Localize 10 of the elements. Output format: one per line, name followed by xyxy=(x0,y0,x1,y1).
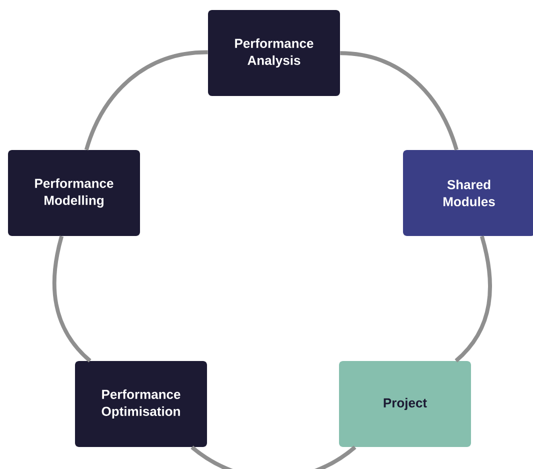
process-box: Shared Modules xyxy=(403,150,533,236)
process-box: Performance Modelling xyxy=(8,150,140,236)
ring-arc xyxy=(52,236,92,362)
ring-arc xyxy=(190,446,356,469)
process-box: Performance Optimisation xyxy=(75,361,207,447)
ring-arc xyxy=(84,50,208,150)
ring-arc xyxy=(454,236,492,362)
ring-arc xyxy=(340,51,458,150)
process-box: Project xyxy=(339,361,471,447)
process-box: Performance Analysis xyxy=(208,10,340,96)
